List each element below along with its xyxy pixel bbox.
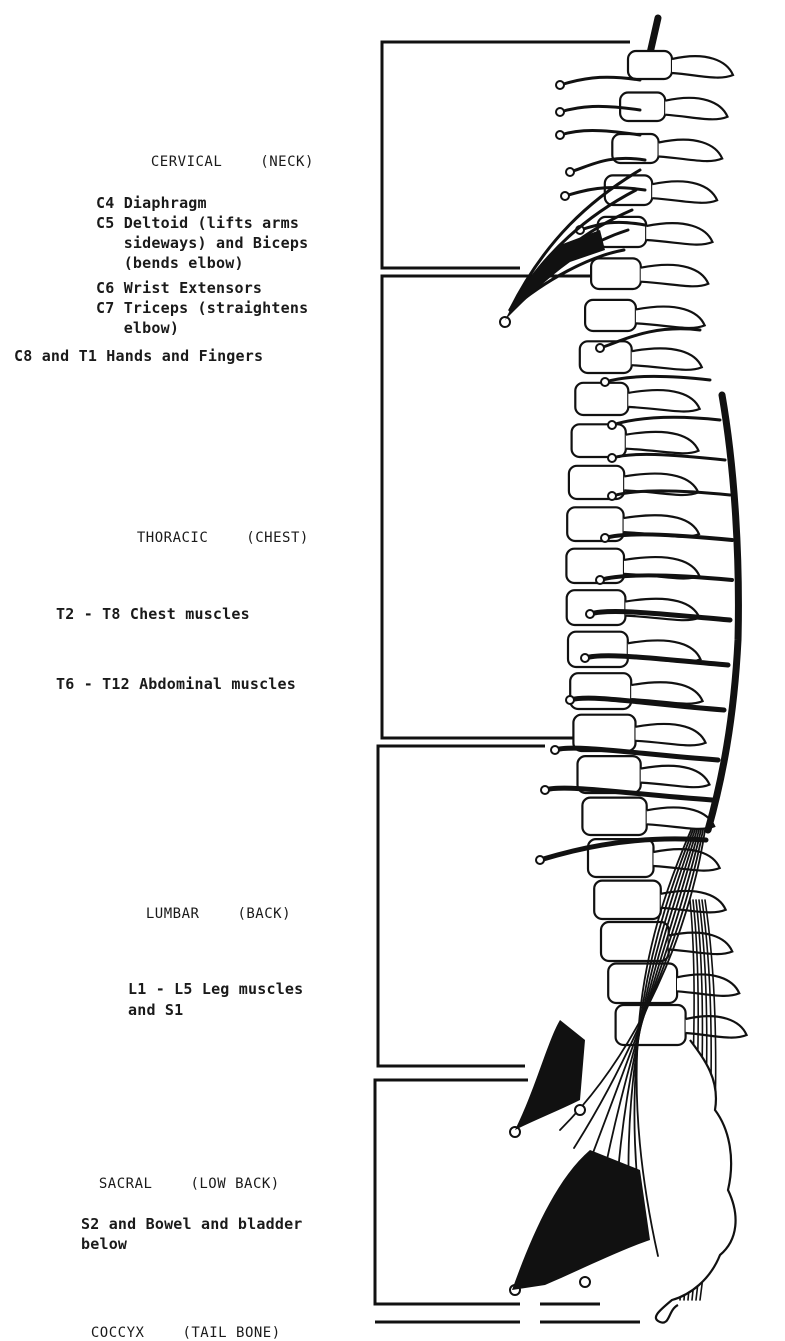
vertebra <box>616 1005 686 1045</box>
sacral-item-1: below <box>81 1235 127 1254</box>
vertebra <box>573 715 635 751</box>
sacral-root-end <box>510 1127 520 1137</box>
cervical-item-7: C8 and T1 Hands and Fingers <box>14 347 263 366</box>
spinous-process <box>626 432 699 453</box>
spinous-process <box>641 766 710 787</box>
spinous-process <box>677 974 739 995</box>
thoracic-name: THORACIC <box>137 530 208 546</box>
coccyx-name: COCCYX <box>91 1325 145 1341</box>
nerve-root <box>560 131 640 136</box>
nerve-root-end <box>551 746 559 754</box>
vertebra <box>591 258 641 289</box>
vertebra <box>594 881 661 919</box>
nerve-root-end <box>556 81 564 89</box>
nerve-root-end <box>561 192 569 200</box>
spinous-process <box>641 265 709 286</box>
lumbar-name: LUMBAR <box>146 906 200 922</box>
nerve-root-end <box>608 421 616 429</box>
sacral-item-0: S2 and Bowel and bladder <box>81 1215 303 1234</box>
vertebra <box>575 383 628 415</box>
lumbar-item-1: and S1 <box>128 1001 183 1020</box>
spinous-process <box>628 390 699 411</box>
spinous-process <box>632 348 702 369</box>
spinous-process <box>652 181 717 202</box>
nerve-root-end <box>566 696 574 704</box>
sacrum-outline <box>656 1040 736 1323</box>
vertebra <box>570 673 631 709</box>
spinous-process <box>636 724 706 745</box>
nerve-root <box>612 454 725 460</box>
sacral-root-end <box>575 1105 585 1115</box>
bracket-sacral <box>375 1080 528 1304</box>
nerve-root-end <box>541 786 549 794</box>
nerve-root <box>612 417 720 425</box>
vertebra <box>585 300 636 331</box>
nerve-root-end <box>566 168 574 176</box>
nerve-root-end <box>536 856 544 864</box>
lumbar-title: LUMBAR (BACK) <box>128 890 291 922</box>
nerve-root-end <box>586 610 594 618</box>
thoracic-item-0: T2 - T8 Chest muscles <box>56 605 250 624</box>
vertebra <box>568 632 628 667</box>
sacral-title: SACRAL (LOW BACK) <box>81 1160 280 1192</box>
thoracic-alias: (CHEST) <box>246 530 309 546</box>
cervical-item-4: C6 Wrist Extensors <box>96 279 262 298</box>
nerve-root-end <box>608 454 616 462</box>
cervical-item-5: C7 Triceps (straightens <box>96 299 308 318</box>
nerve-root <box>560 77 640 85</box>
lumbar-alias: (BACK) <box>237 906 291 922</box>
spinous-process <box>665 98 727 119</box>
nerve-root-end <box>601 534 609 542</box>
spinous-process <box>646 223 712 244</box>
coccyx-title: COCCYX (TAIL BONE) <box>73 1309 281 1341</box>
cervical-name: CERVICAL <box>151 154 222 170</box>
vertebra <box>567 590 626 625</box>
bracket-lumbar <box>378 746 545 1066</box>
spinous-process <box>659 140 723 161</box>
nerve-root-end <box>556 131 564 139</box>
nerve-root-end <box>596 576 604 584</box>
spinous-process <box>647 807 715 828</box>
plexus-end <box>500 317 510 327</box>
vertebra <box>628 51 672 79</box>
spinous-process <box>672 56 733 77</box>
cervical-alias: (NECK) <box>260 154 314 170</box>
cervical-title: CERVICAL (NECK) <box>133 138 314 170</box>
nerve-root-end <box>601 378 609 386</box>
cervical-item-6: elbow) <box>96 319 179 338</box>
cervical-item-0: C4 Diaphragm <box>96 194 207 213</box>
sacral-name: SACRAL <box>99 1176 153 1192</box>
sacral-root-end <box>580 1277 590 1287</box>
vertebra <box>582 798 646 835</box>
nerve-root <box>605 376 710 382</box>
cervical-item-3: (bends elbow) <box>96 254 244 273</box>
lumbar-item-0: L1 - L5 Leg muscles <box>128 980 303 999</box>
vertebra <box>572 424 626 457</box>
cervical-item-1: C5 Deltoid (lifts arms <box>96 214 299 233</box>
thoracic-item-1: T6 - T12 Abdominal muscles <box>56 675 296 694</box>
nerve-root <box>605 534 732 540</box>
cervical-item-2: sideways) and Biceps <box>96 234 308 253</box>
nerve-root-end <box>608 492 616 500</box>
coccyx-alias: (TAIL BONE) <box>182 1325 280 1341</box>
thoracic-title: THORACIC (CHEST) <box>119 514 309 546</box>
sacral-alias: (LOW BACK) <box>190 1176 279 1192</box>
nerve-root-end <box>581 654 589 662</box>
nerve-root-end <box>556 108 564 116</box>
spinous-process <box>636 307 705 328</box>
sacral-plexus <box>512 1150 650 1290</box>
nerve-root-end <box>596 344 604 352</box>
